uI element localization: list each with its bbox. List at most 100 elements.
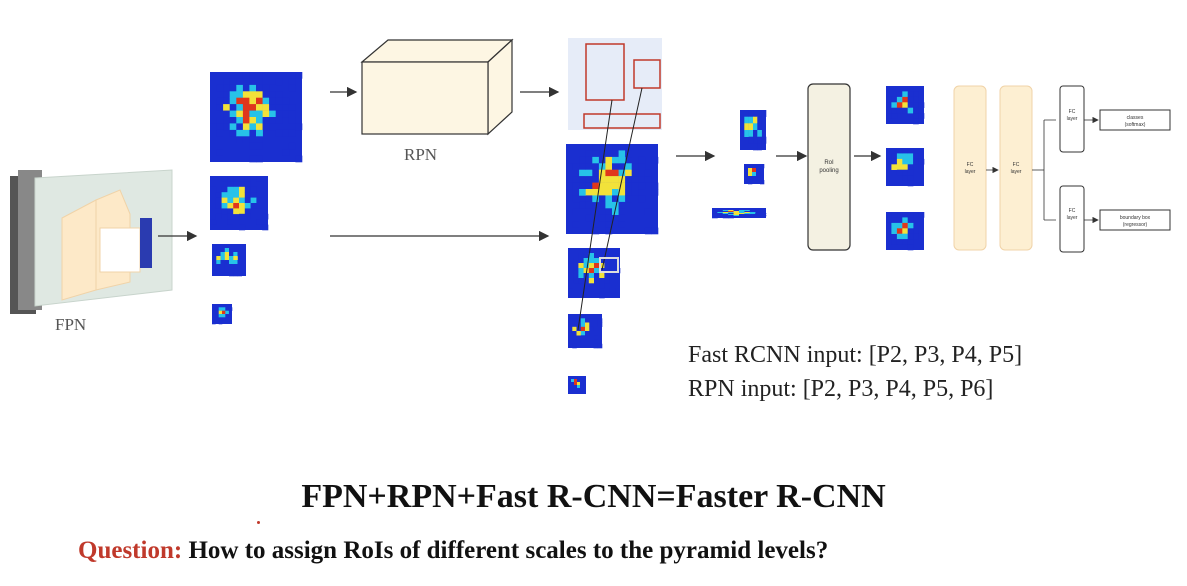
pooled-map-1-cell (918, 102, 925, 108)
roi-level-p5-cell (580, 388, 584, 392)
pyramid-level-p4-cell (224, 256, 230, 261)
roi-level-p3-cell (594, 248, 600, 254)
fpn-block-front (99, 227, 141, 273)
proposal-panel (568, 38, 662, 130)
pyramid-level-p5-cell (212, 320, 216, 325)
roi-level-p4-cell (597, 318, 603, 323)
pyramid-level-p3-cell (250, 186, 257, 193)
roi-crop-3-cell (755, 213, 761, 215)
roi-level-p2-cell (651, 156, 659, 164)
pyramid-level-p4-cell (224, 264, 230, 269)
roi-crop-3-cell (760, 213, 767, 215)
pyramid-level-p3-cell (233, 176, 240, 182)
roi-crop-2-cell (744, 168, 749, 173)
roi-level-p4-cell (593, 318, 598, 323)
pyramid-level-p3-cell (221, 186, 228, 193)
pyramid-level-p3-cell (239, 197, 246, 204)
roi-level-p4-cell (572, 318, 577, 323)
roi-crop-3-cell (744, 212, 751, 214)
roi-level-p3-cell (599, 248, 605, 254)
pyramid-level-p2-cell (256, 155, 263, 163)
roi-level-p2-cell (605, 176, 613, 183)
proposal-box-3 (583, 113, 661, 129)
pyramid-level-p3-cell (244, 192, 251, 198)
pyramid-level-p3-cell (256, 176, 263, 182)
pyramid-level-p2-cell (242, 97, 250, 105)
pooled-map-3-cell (913, 233, 919, 240)
pyramid-level-p2-cell (249, 129, 257, 137)
roi-crop-3-cell (733, 213, 740, 215)
pyramid-level-p4-cell (224, 244, 230, 249)
pyramid-level-p2-cell (223, 117, 230, 124)
pyramid-level-p3-cell (215, 203, 222, 209)
pyramid-level-p4-cell (229, 252, 234, 257)
roi-level-p2-cell (592, 195, 600, 203)
roi-level-p4-cell (585, 322, 590, 327)
pyramid-level-p2-cell (288, 117, 296, 124)
roi-level-p2-cell (644, 176, 652, 183)
roi-level-p2-cell (592, 156, 600, 164)
roi-level-p2-cell (592, 150, 600, 158)
roi-level-p3-cell (583, 258, 590, 264)
pooled-map-3-cell (896, 228, 903, 234)
roi-crop-1 (740, 110, 767, 151)
pooled-map-1-cell (913, 91, 919, 98)
pyramid-level-p2-cell (282, 97, 290, 105)
pyramid-level-p3-cell (210, 219, 217, 225)
pooled-map-1-cell (902, 96, 908, 103)
roi-level-p2-cell (585, 182, 593, 190)
roi-level-p3-cell (604, 278, 610, 284)
roi-level-p4-cell (576, 331, 581, 336)
roi-level-p2 (566, 144, 659, 235)
pyramid-level-p3-cell (233, 208, 240, 215)
pyramid-level-p4-cell (237, 272, 242, 277)
pyramid-level-p4-cell (220, 264, 225, 269)
pyramid-level-p2-cell (236, 110, 244, 118)
roi-level-p4-cell (585, 335, 590, 340)
fpn-label: FPN (55, 315, 86, 334)
roi-level-p2-cell (572, 182, 580, 190)
roi-crop-2-cell (756, 176, 761, 181)
roi-crop-2-cell (752, 176, 757, 181)
roi-crop-3-cell (717, 213, 724, 215)
roi-crop-3-cell (733, 212, 740, 214)
pooled-map-2-cell (918, 158, 925, 165)
pyramid-level-p4-cell (229, 264, 234, 269)
roi-level-p3-cell (609, 273, 616, 279)
roi-level-p4-cell (572, 335, 577, 340)
roi-pooling-label-2: pooling (819, 168, 838, 174)
roi-crop-1-cell (757, 123, 762, 131)
pyramid-level-p2-cell (282, 129, 290, 137)
pyramid-level-p2-cell (262, 97, 270, 105)
pyramid-level-p3-cell (244, 186, 251, 193)
roi-crop-2-cell (756, 172, 761, 177)
roi-level-p2-cell (625, 189, 632, 196)
roi-level-p3-cell (609, 268, 616, 274)
roi-level-p2-cell (605, 227, 613, 235)
roi-level-p2-cell (598, 214, 606, 222)
pyramid-level-p2-cell (229, 129, 237, 137)
roi-crop-1-cell (761, 136, 767, 144)
roi-crop-3-cell (722, 215, 729, 217)
roi-crop-1-cell (748, 110, 754, 117)
roi-crop-1-cell (753, 116, 758, 124)
roi-crop-1-cell (744, 130, 749, 137)
pyramid-level-p5-cell (225, 310, 229, 315)
roi-level-p4-cell (585, 318, 590, 323)
roi-level-p5-cell (571, 385, 575, 389)
pooled-map-2-cell (896, 148, 903, 154)
pooled-map-1-cell (896, 91, 903, 98)
roi-level-p2-cell (638, 195, 646, 203)
roi-level-p5-cell (574, 388, 578, 392)
pyramid-level-p2-cell (229, 104, 237, 111)
pyramid-level-p5-cell (218, 307, 223, 311)
roi-level-p2-cell (572, 176, 580, 183)
pooled-map-1-cell (902, 91, 908, 98)
pooled-map-3-cell (902, 217, 908, 224)
roi-level-p5-cell (571, 379, 575, 383)
pyramid-level-p4-cell (229, 256, 234, 261)
pyramid-level-p3-cell (256, 203, 263, 209)
roi-level-p3-cell (568, 258, 574, 264)
pyramid-level-p4-cell (229, 268, 234, 273)
classes-label-1: classes (1127, 115, 1144, 121)
